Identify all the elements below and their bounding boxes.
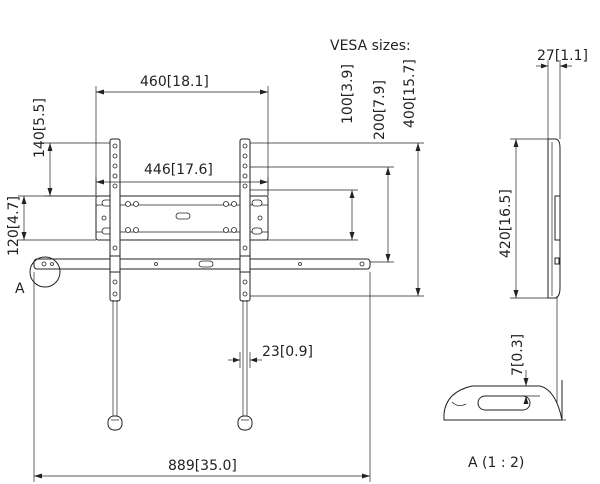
inner-width-label: 446[17.6] <box>144 162 213 178</box>
detail-marker: A <box>15 281 25 297</box>
plate-slots <box>101 199 263 235</box>
wall-plate <box>95 195 269 241</box>
vesa-title: VESA sizes: <box>330 38 411 54</box>
side-view: 27[1.1] 420[16.5] <box>498 48 588 420</box>
height-lower-label: 120[4.7] <box>6 196 22 256</box>
right-arm <box>239 138 251 302</box>
dim-depth: 27[1.1] <box>536 48 588 139</box>
depth-label: 27[1.1] <box>537 48 588 64</box>
dimension-lines: 460[18.1] 446[17.6] 140[5.5] <box>6 38 424 482</box>
dim-total-width: 889[35.0] <box>33 272 371 482</box>
vesa-400-label: 400[15.7] <box>402 59 418 128</box>
small-offset-label: 7[0.3] <box>510 334 526 376</box>
dim-vesa-100: 100[3.9] <box>250 64 358 241</box>
support-bar <box>33 255 371 273</box>
left-arm <box>109 138 121 302</box>
side-height-label: 420[16.5] <box>498 189 514 258</box>
dim-vesa-400: 400[15.7] <box>250 59 424 297</box>
top-width-label: 460[18.1] <box>140 74 209 90</box>
detail-a: 7[0.3] A (1 : 2) <box>443 334 566 471</box>
vesa-100-label: 100[3.9] <box>340 64 356 124</box>
detail-circle <box>29 256 61 288</box>
height-upper-label: 140[5.5] <box>32 98 48 158</box>
dim-inner-width: 446[17.6] <box>95 162 269 196</box>
dim-cable-width: 23[0.9] <box>228 344 313 368</box>
vesa-200-label: 200[7.9] <box>372 80 388 140</box>
dim-height-lower: 120[4.7] <box>6 195 96 256</box>
cable-width-label: 23[0.9] <box>262 344 313 360</box>
detail-caption: A (1 : 2) <box>468 455 524 471</box>
dim-side-height: 420[16.5] <box>498 138 548 299</box>
dim-vesa-200: 200[7.9] <box>250 80 394 263</box>
front-view: A <box>15 138 371 431</box>
dim-small-offset: 7[0.3] <box>510 334 540 404</box>
safety-cables <box>107 300 253 431</box>
total-width-label: 889[35.0] <box>168 458 237 474</box>
